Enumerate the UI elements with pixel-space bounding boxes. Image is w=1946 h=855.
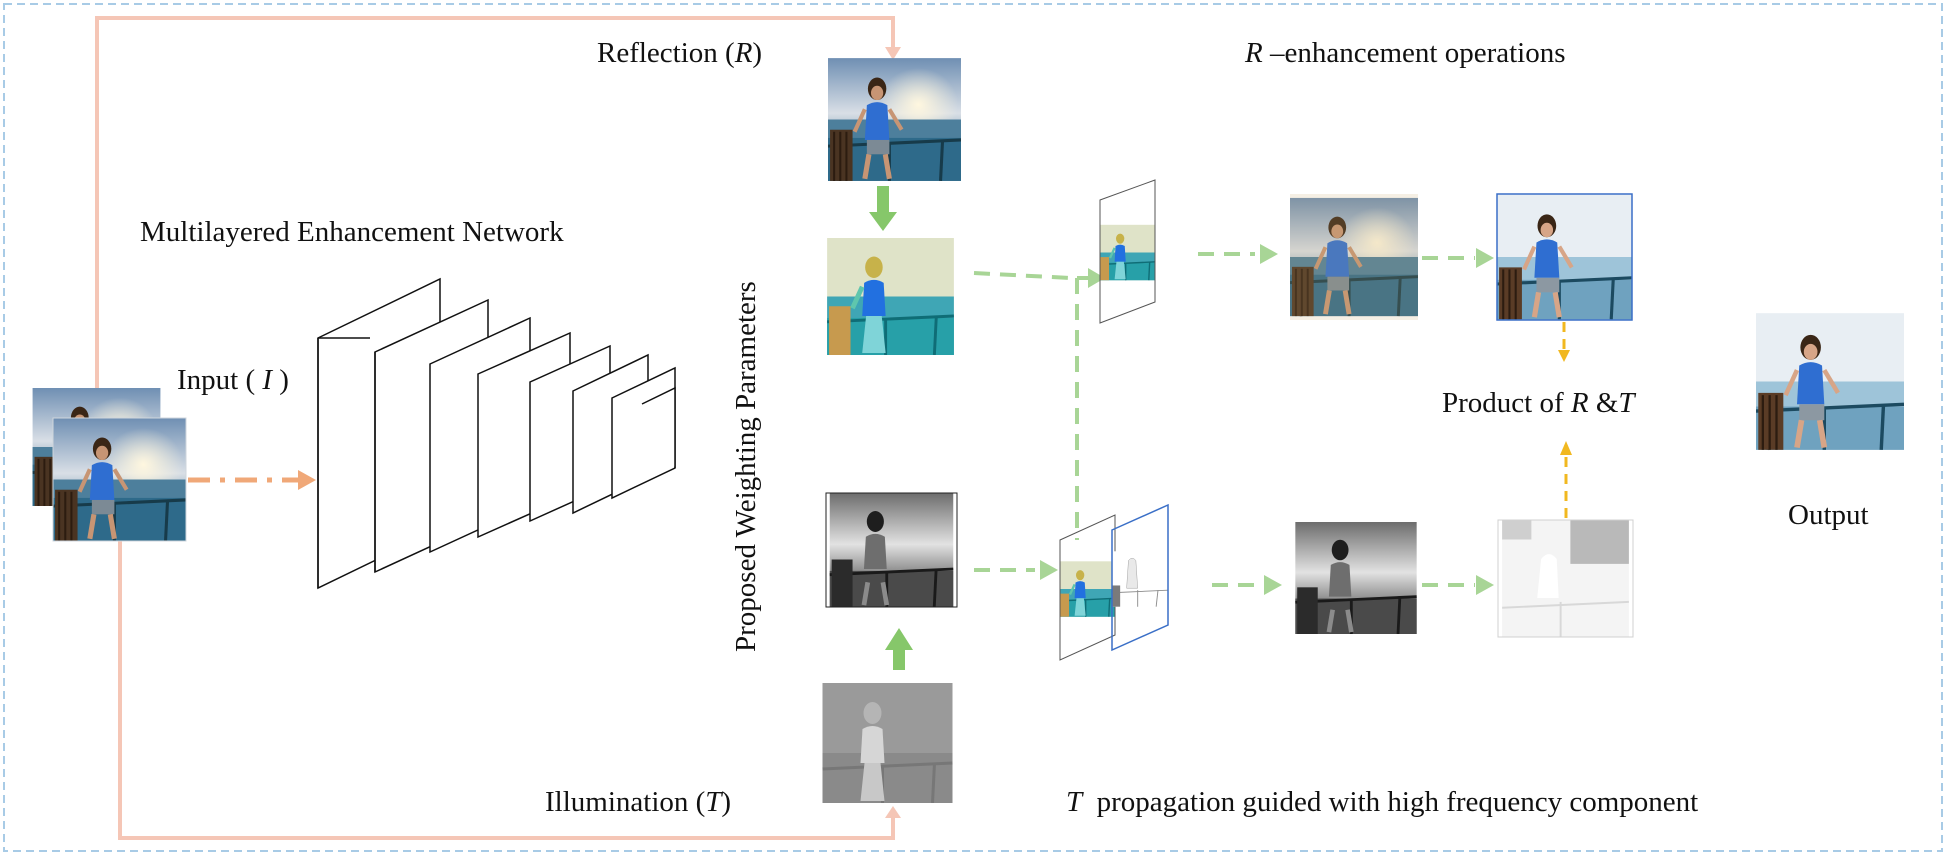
- tilted-pair-photos: [1059, 503, 1169, 661]
- reflection-label: Reflection (R): [597, 37, 762, 69]
- t-propagation-label: T propagation guided with high frequency…: [1066, 786, 1698, 818]
- skip-connection-top: [95, 16, 895, 395]
- r-final-photo: [1496, 193, 1633, 321]
- output-photo: [1756, 313, 1904, 450]
- yellow-arrows: [1562, 322, 1568, 518]
- dashed-connectors: [973, 252, 1475, 587]
- illumination-label: Illumination (T): [545, 786, 731, 818]
- product-label: Product of R &T: [1442, 387, 1636, 419]
- reflection-photo: [828, 58, 961, 181]
- weighted-illumination-photo: [825, 492, 958, 608]
- dashed-arrowheads: [1040, 244, 1494, 595]
- output-label: Output: [1788, 499, 1869, 531]
- reflection-down-arrow: [877, 186, 889, 212]
- input-photo-front: [52, 417, 187, 542]
- skip-arrowhead-top: [885, 47, 901, 60]
- tilted-reflection-photo: [1099, 179, 1156, 324]
- yellow-arrowheads: [1558, 350, 1572, 455]
- r-enhancement-label: R –enhancement operations: [1244, 37, 1566, 69]
- network-label: Multilayered Enhancement Network: [140, 216, 564, 248]
- illumination-up-arrow: [893, 650, 905, 670]
- skip-arrowhead-bottom: [885, 806, 901, 818]
- skip-connection-bottom: [118, 540, 895, 840]
- input-arrowhead: [298, 470, 316, 490]
- illumination-up-arrowhead: [885, 628, 913, 650]
- network-layers-icon: [317, 277, 676, 590]
- weighted-reflection-photo: [827, 238, 954, 355]
- t-final-photo: [1497, 519, 1634, 638]
- weighting-parameters-label: Proposed Weighting Parameters: [730, 281, 762, 652]
- outer-frame: [3, 3, 1943, 852]
- t-propagated-photo: [1295, 522, 1416, 634]
- input-label: Input ( I ): [177, 364, 289, 396]
- r-enhanced-photo: [1290, 194, 1418, 320]
- reflection-down-arrowhead: [869, 212, 897, 231]
- illumination-photo: [820, 683, 955, 803]
